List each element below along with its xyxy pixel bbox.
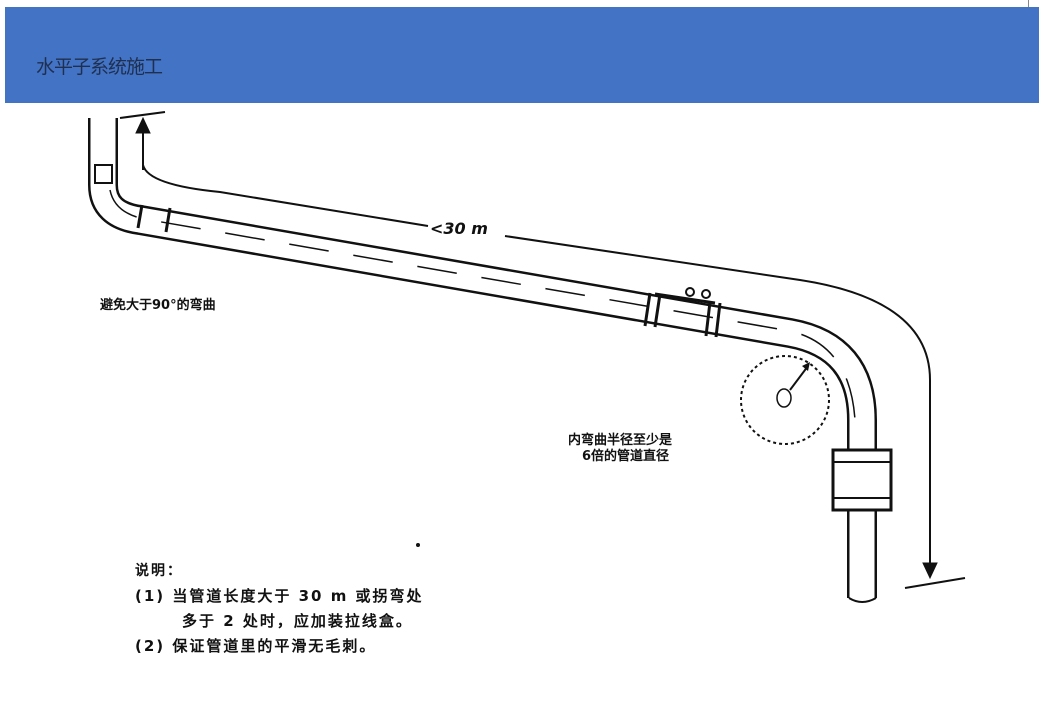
window-edge — [1028, 0, 1029, 8]
content-area — [45, 103, 973, 107]
coupling — [94, 164, 113, 184]
pipe-outline — [88, 118, 877, 598]
pipe-body — [90, 118, 875, 598]
note-item: (1) 当管道长度大于 30 m 或拐弯处 — [135, 587, 424, 605]
coupling — [643, 292, 722, 338]
note-item: (2) 保证管道里的平滑无毛刺。 — [135, 637, 377, 655]
arrow-down-icon — [922, 562, 938, 580]
bend-warning: 避免大于90°的弯曲 — [100, 298, 216, 313]
coupling — [831, 448, 893, 512]
slide-title: 水平子系统施工 — [36, 56, 163, 78]
pipe-centerline — [109, 189, 856, 421]
bend-radius-circle — [740, 355, 830, 445]
coupling — [136, 204, 172, 233]
title-banner — [5, 7, 1039, 103]
note-item: 多于 2 处时，应加装拉线盒。 — [182, 612, 413, 630]
radius-note-line1: 内弯曲半径至少是 — [568, 433, 673, 448]
dimension-line — [119, 111, 966, 589]
arrow-up-icon — [135, 116, 151, 134]
radius-note-line2: 6倍的管道直径 — [582, 449, 670, 464]
length-label: <30 m — [430, 219, 488, 238]
pipe-end — [848, 597, 877, 603]
radius-arrow — [789, 365, 809, 391]
notes-heading: 说明： — [135, 563, 183, 579]
